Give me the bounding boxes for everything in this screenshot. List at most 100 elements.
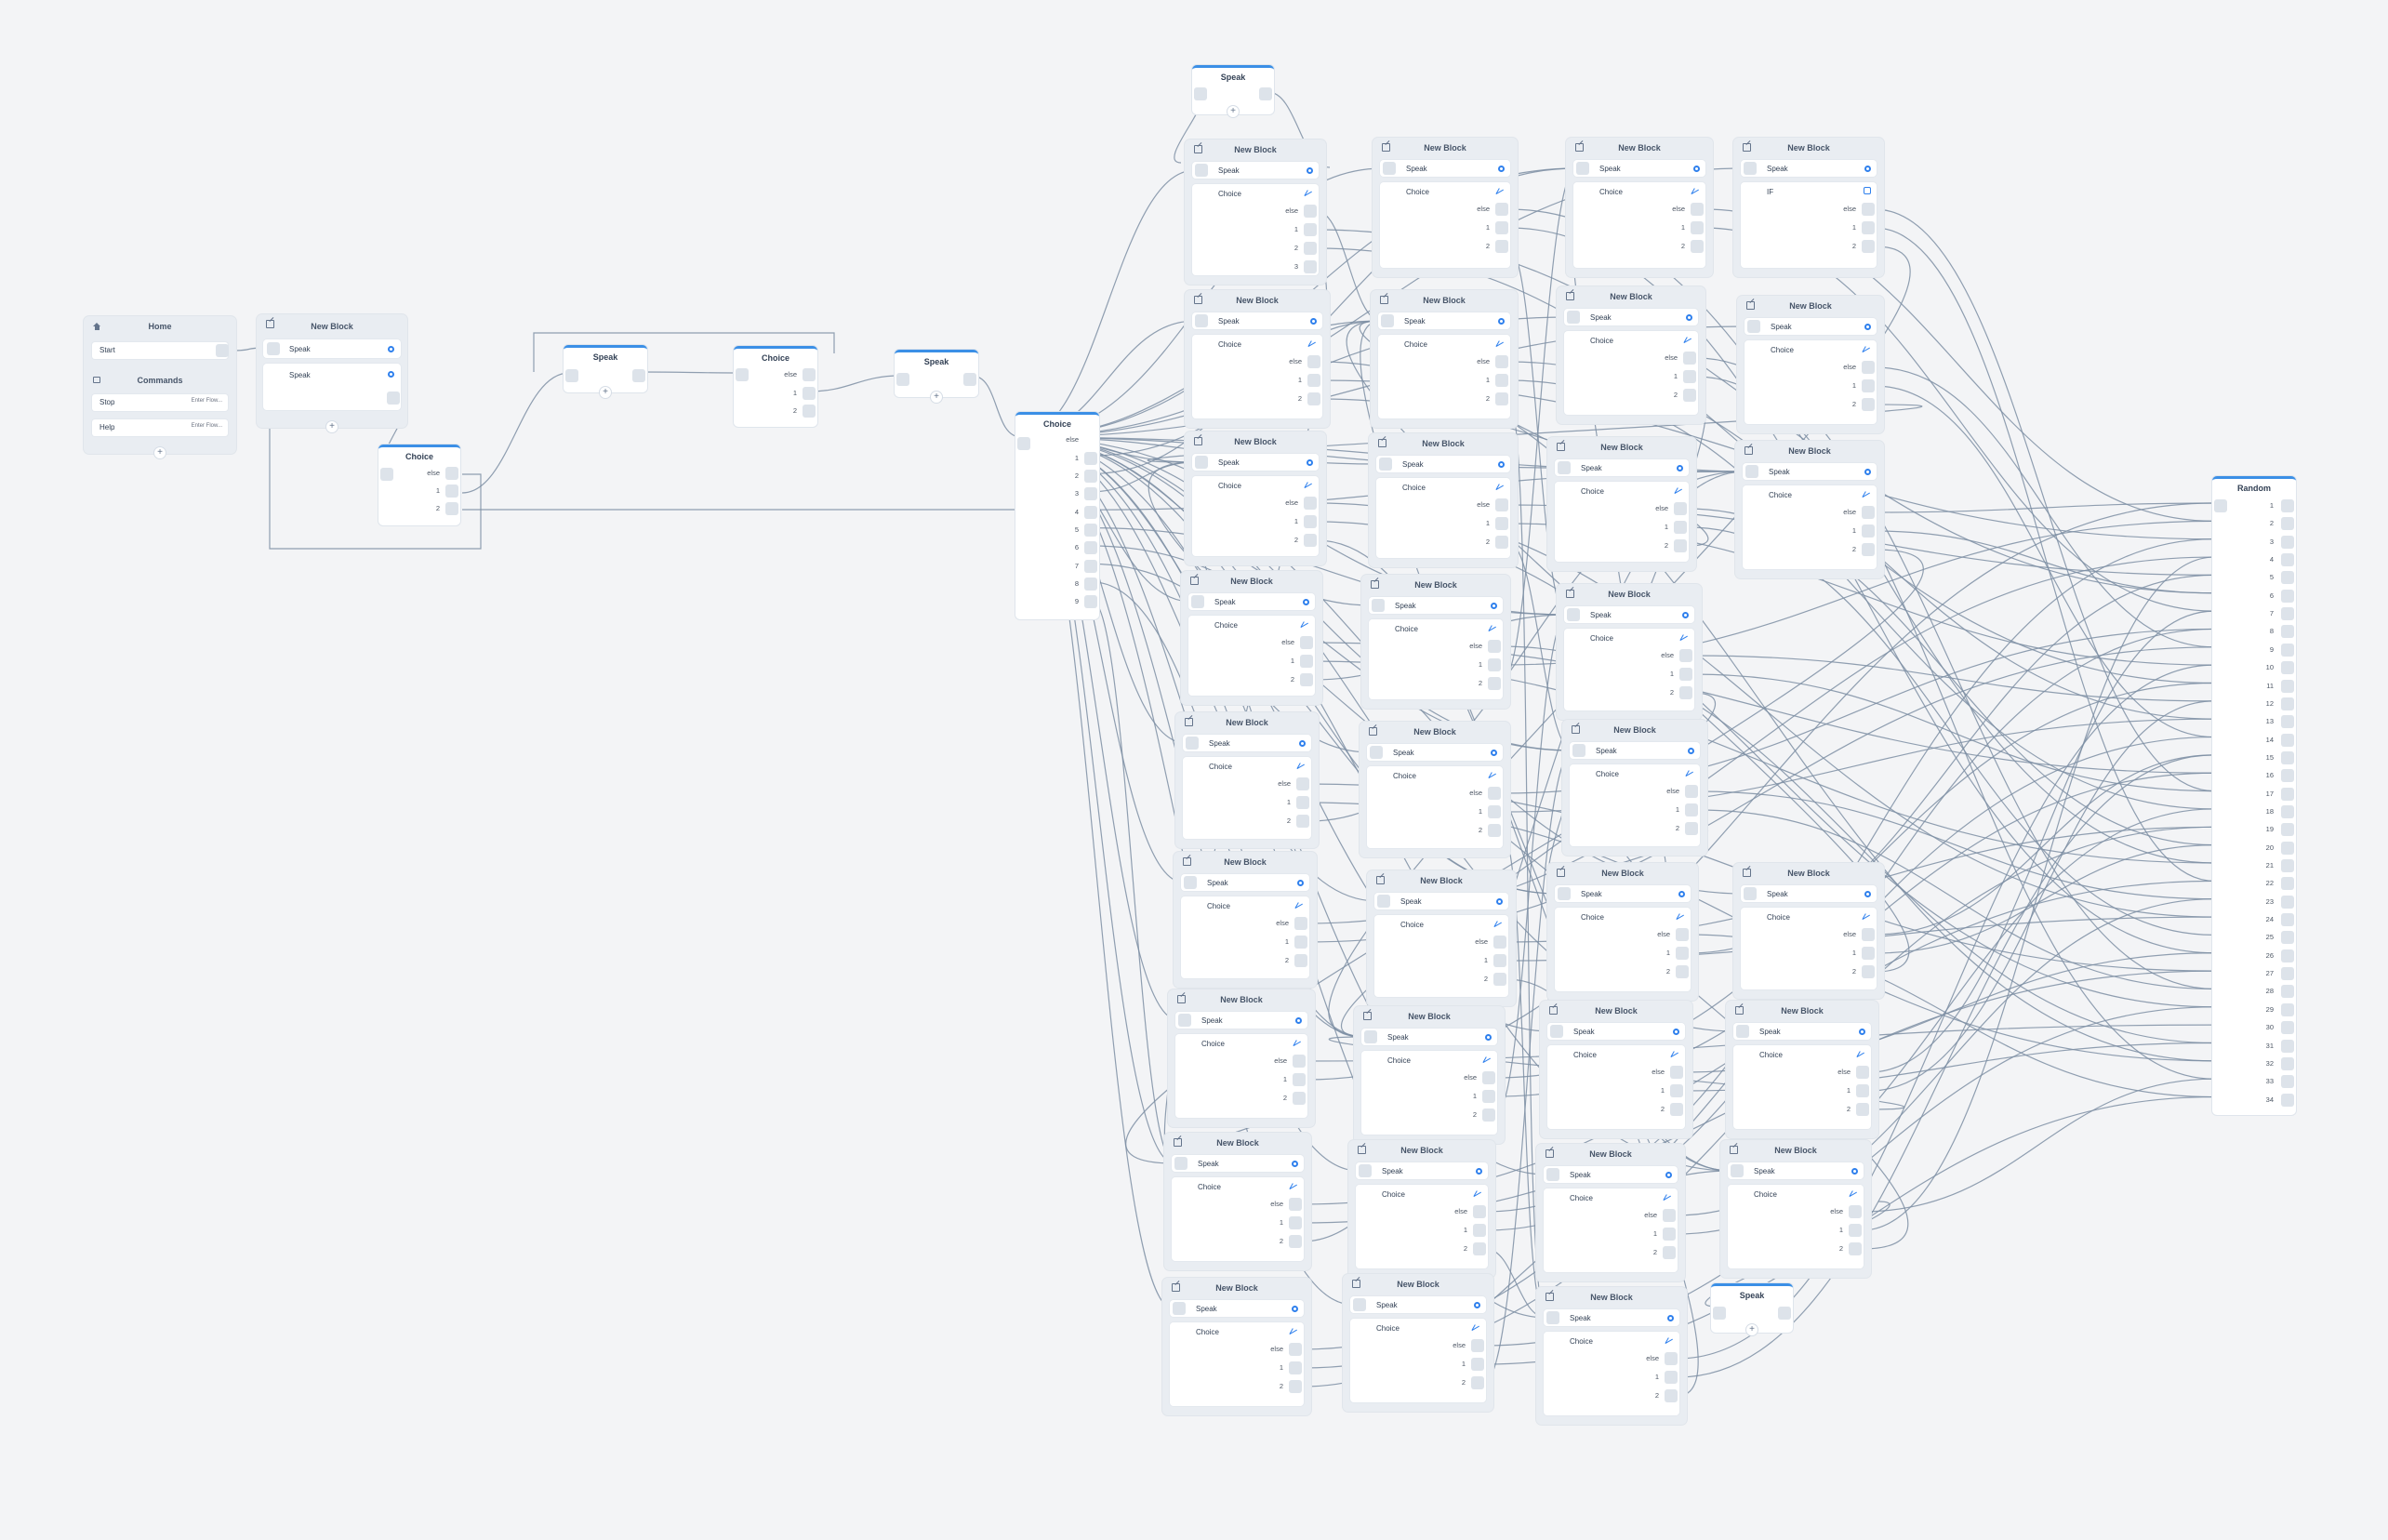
path-port[interactable]	[1473, 1224, 1486, 1237]
speak-step[interactable]: Speak	[1570, 742, 1700, 759]
path-port[interactable]	[1084, 452, 1097, 465]
path-port[interactable]	[1304, 260, 1317, 273]
speak-block[interactable]: Speak +	[1711, 1283, 1793, 1335]
path-port[interactable]	[1495, 498, 1508, 511]
path-port[interactable]	[1679, 649, 1692, 662]
path-port[interactable]	[1674, 539, 1687, 552]
speak-step[interactable]: Speak	[1544, 1309, 1679, 1326]
path-port[interactable]	[1293, 1092, 1306, 1105]
input-port[interactable]	[1195, 314, 1208, 327]
random-path-port[interactable]	[2281, 985, 2294, 999]
input-port[interactable]	[1184, 876, 1197, 889]
input-port[interactable]	[1744, 162, 1757, 175]
random-path-port[interactable]	[2281, 643, 2294, 657]
input-port[interactable]	[1174, 1157, 1187, 1170]
input-port[interactable]	[1550, 1025, 1563, 1038]
path-port[interactable]	[1495, 355, 1508, 368]
home-block[interactable]: Home Start Commands Stop Enter Flow... H…	[84, 316, 236, 458]
path-port[interactable]	[1685, 822, 1698, 835]
random-path-port[interactable]	[2281, 1093, 2294, 1107]
add-step-button[interactable]: +	[931, 392, 942, 403]
speak-step[interactable]: Speak	[1544, 1166, 1678, 1183]
path-port[interactable]	[1493, 936, 1506, 949]
command-help[interactable]: Help Enter Flow...	[92, 419, 228, 436]
output-port[interactable]	[963, 373, 976, 386]
input-port[interactable]	[1744, 887, 1757, 900]
path-port[interactable]	[1289, 1361, 1302, 1374]
speak-step[interactable]: Speak	[1380, 160, 1510, 177]
input-port[interactable]	[1379, 458, 1392, 471]
speak-step[interactable]: Speak	[1367, 744, 1503, 761]
speak-step[interactable]: Speak	[1183, 735, 1311, 751]
input-port[interactable]	[1546, 1311, 1559, 1324]
random-path-port[interactable]	[2281, 877, 2294, 891]
path-port[interactable]	[1495, 536, 1508, 549]
input-port[interactable]	[1713, 1307, 1726, 1320]
input-port[interactable]	[1195, 164, 1208, 177]
path-port[interactable]	[1296, 777, 1309, 790]
path-port[interactable]	[1495, 517, 1508, 530]
path-port[interactable]	[1663, 1228, 1676, 1241]
speak-step[interactable]: Speak	[1172, 1155, 1304, 1172]
random-path-port[interactable]	[2281, 499, 2294, 512]
speak-step[interactable]: Speak	[1192, 312, 1322, 329]
path-port[interactable]	[1084, 470, 1097, 483]
path-port[interactable]	[1849, 1205, 1862, 1218]
path-port[interactable]	[1862, 947, 1875, 960]
path-port[interactable]	[1488, 824, 1501, 837]
add-step-button[interactable]: +	[600, 387, 611, 398]
path-port[interactable]	[1296, 796, 1309, 809]
path-port[interactable]	[1670, 1103, 1683, 1116]
speak-step[interactable]: Speak	[1369, 597, 1503, 614]
input-port[interactable]	[1736, 1025, 1749, 1038]
speak-step[interactable]: Speak	[263, 364, 401, 410]
path-port[interactable]	[1862, 928, 1875, 941]
path-port[interactable]	[1304, 223, 1317, 236]
path-port[interactable]	[1862, 543, 1875, 556]
speak-step[interactable]: Speak	[1376, 456, 1510, 472]
choice-block[interactable]: Choice else 1 2	[378, 445, 460, 525]
path-port[interactable]	[1482, 1090, 1495, 1103]
path-port[interactable]	[1665, 1371, 1678, 1384]
speak-step[interactable]: Speak	[1564, 309, 1698, 325]
new-block[interactable]: New Block Speak Speak +	[257, 314, 407, 432]
random-path-port[interactable]	[2281, 607, 2294, 621]
random-path-port[interactable]	[2281, 697, 2294, 710]
speak-step[interactable]: Speak	[1192, 454, 1319, 471]
path-port[interactable]	[1084, 560, 1097, 573]
command-help-action[interactable]: Enter Flow...	[191, 423, 222, 429]
speak-step[interactable]: Speak	[1378, 312, 1510, 329]
choice-block[interactable]: Choice else 1 2	[734, 346, 817, 427]
speak-step[interactable]: Speak	[1555, 459, 1689, 476]
random-path-port[interactable]	[2281, 1021, 2294, 1035]
random-path-port[interactable]	[2281, 1075, 2294, 1089]
input-port[interactable]	[267, 342, 280, 355]
path-port[interactable]	[1856, 1103, 1869, 1116]
random-path-port[interactable]	[2281, 679, 2294, 693]
path-port[interactable]	[1289, 1198, 1302, 1211]
path-port[interactable]	[1665, 1352, 1678, 1365]
